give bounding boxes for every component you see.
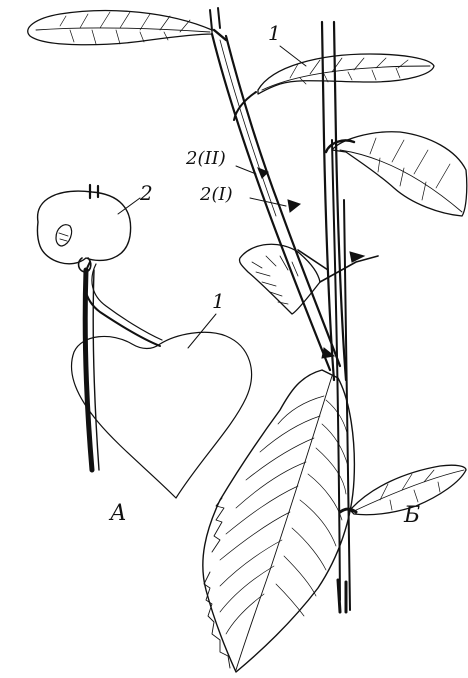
- panel-a-label-stipule: 2: [139, 181, 153, 205]
- panel-b-big-leaf: [203, 370, 355, 672]
- panel-a-stipule: [37, 191, 130, 264]
- panel-b-letter: Б: [403, 503, 420, 528]
- panel-a-drawing: [37, 185, 251, 498]
- panel-a-label-leaf: 1: [212, 289, 225, 313]
- panel-b-label-leaf: 1: [268, 21, 281, 45]
- panel-b-small-leaf: [239, 244, 320, 314]
- panel-b-spine-1: [288, 200, 300, 212]
- panel-b-leaf-right: [332, 132, 467, 216]
- panel-a-leaf: [71, 332, 251, 498]
- panel-b-label-spine-1: 2(I): [199, 184, 233, 205]
- panel-a-letter: А: [108, 501, 127, 526]
- panel-b-label-spine-2: 2(II): [185, 148, 226, 169]
